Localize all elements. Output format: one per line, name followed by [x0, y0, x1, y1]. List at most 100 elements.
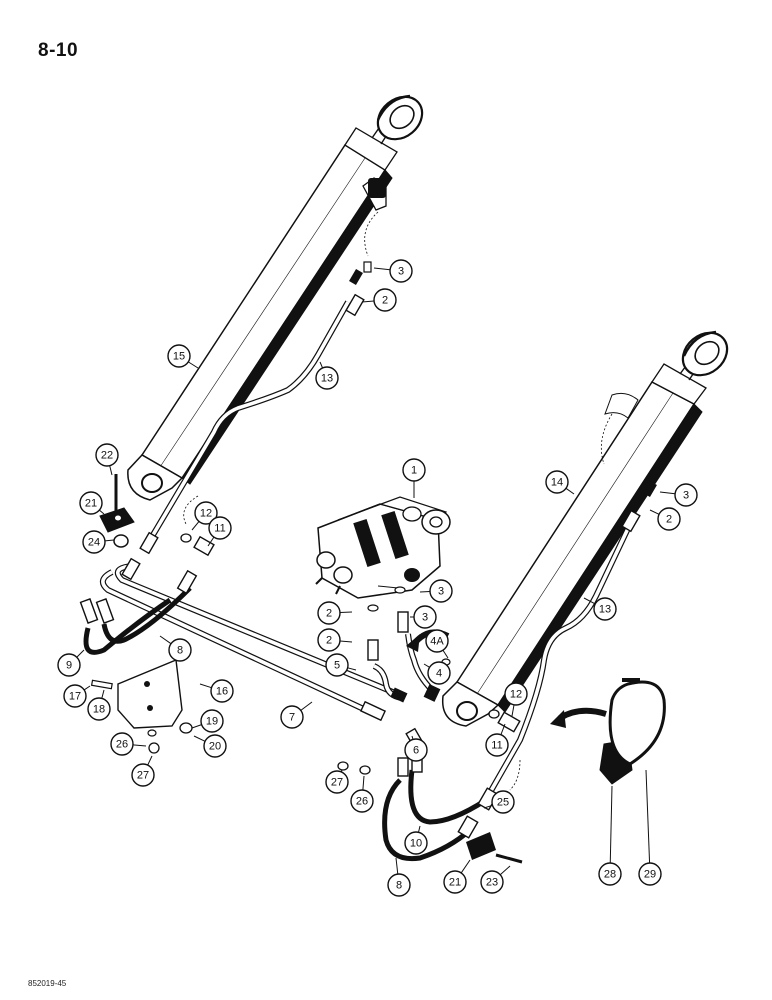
callout-circle: [315, 366, 339, 390]
callout-21: 21: [443, 870, 467, 894]
callout-leader-3: [373, 267, 391, 271]
callout-number: 29: [644, 869, 656, 881]
callout-number: 13: [321, 373, 333, 385]
callout-16: 16: [210, 679, 234, 703]
callout-circle: [404, 738, 428, 762]
callout-15: 15: [167, 344, 191, 368]
callout-circle: [425, 629, 449, 653]
callout-4: 4: [427, 661, 451, 685]
callout-circle: [63, 684, 87, 708]
callout-leader-8: [159, 635, 172, 645]
callout-circle: [657, 507, 681, 531]
callout-circle: [79, 491, 103, 515]
callout-circle: [485, 733, 509, 757]
callout-circle: [131, 763, 155, 787]
hydraulic-hose-icon: [83, 586, 488, 862]
callout-leader-10: [418, 825, 421, 833]
callout-circle: [95, 443, 119, 467]
callout-number: 3: [398, 266, 404, 278]
callout-leader-13: [319, 361, 324, 369]
callout-leader-29: [645, 769, 651, 864]
callout-1: 1: [402, 458, 426, 482]
callout-number: 11: [491, 740, 502, 752]
callout-leader-28: [609, 785, 613, 864]
callout-number: 21: [85, 498, 97, 510]
callout-22: 22: [95, 443, 119, 467]
page-number: 8-10: [38, 40, 79, 61]
callout-13: 13: [593, 597, 617, 621]
callout-7: 7: [280, 705, 304, 729]
callout-number: 26: [356, 796, 368, 808]
callout-circle: [168, 638, 192, 662]
callout-circle: [317, 601, 341, 625]
callout-12: 12: [194, 501, 218, 525]
tube-icon: [99, 300, 635, 798]
callout-leader-19: [191, 724, 202, 729]
callout-leader-21: [460, 859, 471, 874]
callout-leader-8: [395, 857, 399, 875]
callout-leader-24: [104, 539, 115, 542]
callout-circle: [317, 628, 341, 652]
callout-circle: [194, 501, 218, 525]
left-lift-cylinder-icon: [127, 94, 424, 501]
callout-number: 8: [396, 880, 402, 892]
callout-number: 24: [88, 537, 100, 549]
callout-circle: [57, 653, 81, 677]
callout-28: 28: [598, 862, 622, 886]
callout-leader-12: [191, 521, 200, 531]
callout-2: 2: [373, 288, 397, 312]
callout-number: 28: [604, 869, 616, 881]
fitting-icon: [79, 261, 657, 839]
callout-circle: [443, 870, 467, 894]
callout-number: 2: [326, 635, 332, 647]
callout-18: 18: [87, 697, 111, 721]
callout-circle: [203, 734, 227, 758]
callout-number: 18: [93, 704, 105, 716]
callout-number: 14: [551, 477, 563, 489]
callout-circle: [350, 789, 374, 813]
callout-leader-20: [193, 735, 206, 742]
callout-3: 3: [674, 483, 698, 507]
callout-number: 2: [666, 514, 672, 526]
callout-24: 24: [82, 530, 106, 554]
callout-2: 2: [317, 601, 341, 625]
callout-circle: [674, 483, 698, 507]
callout-circle: [402, 458, 426, 482]
callout-circle: [210, 679, 234, 703]
callout-leader-22: [109, 465, 113, 476]
callout-26: 26: [110, 732, 134, 756]
callout-2: 2: [317, 628, 341, 652]
callout-number: 12: [510, 689, 522, 701]
callout-26: 26: [350, 789, 374, 813]
callout-leader-15: [188, 361, 199, 369]
callout-number: 21: [449, 877, 461, 889]
callout-leader-2: [649, 509, 660, 515]
callout-number: 15: [173, 351, 185, 363]
callout-2: 2: [657, 507, 681, 531]
callout-leader-14: [565, 487, 575, 495]
callout-circle: [200, 709, 224, 733]
callout-leader-26: [362, 775, 365, 791]
callout-circle: [480, 870, 504, 894]
callout-20: 20: [203, 734, 227, 758]
callout-11: 11: [485, 733, 509, 757]
callout-25: 25: [491, 790, 515, 814]
callout-leader-26: [132, 744, 147, 747]
callout-19: 19: [200, 709, 224, 733]
callout-leader-11: [500, 723, 506, 735]
callout-number: 3: [422, 612, 428, 624]
guard-plate-icon: [117, 659, 183, 729]
callout-circle: [504, 682, 528, 706]
callout-12: 12: [504, 682, 528, 706]
callout-circle: [110, 732, 134, 756]
callout-leader-3: [659, 491, 676, 495]
callout-number: 27: [331, 777, 343, 789]
callout-leader-23: [499, 865, 511, 876]
callout-leader-25: [483, 804, 493, 809]
callout-leader-11: [207, 536, 215, 547]
callout-number: 27: [137, 770, 149, 782]
callout-number: 13: [599, 604, 611, 616]
callout-leader-4: [423, 663, 430, 668]
callout-number: 25: [497, 797, 509, 809]
